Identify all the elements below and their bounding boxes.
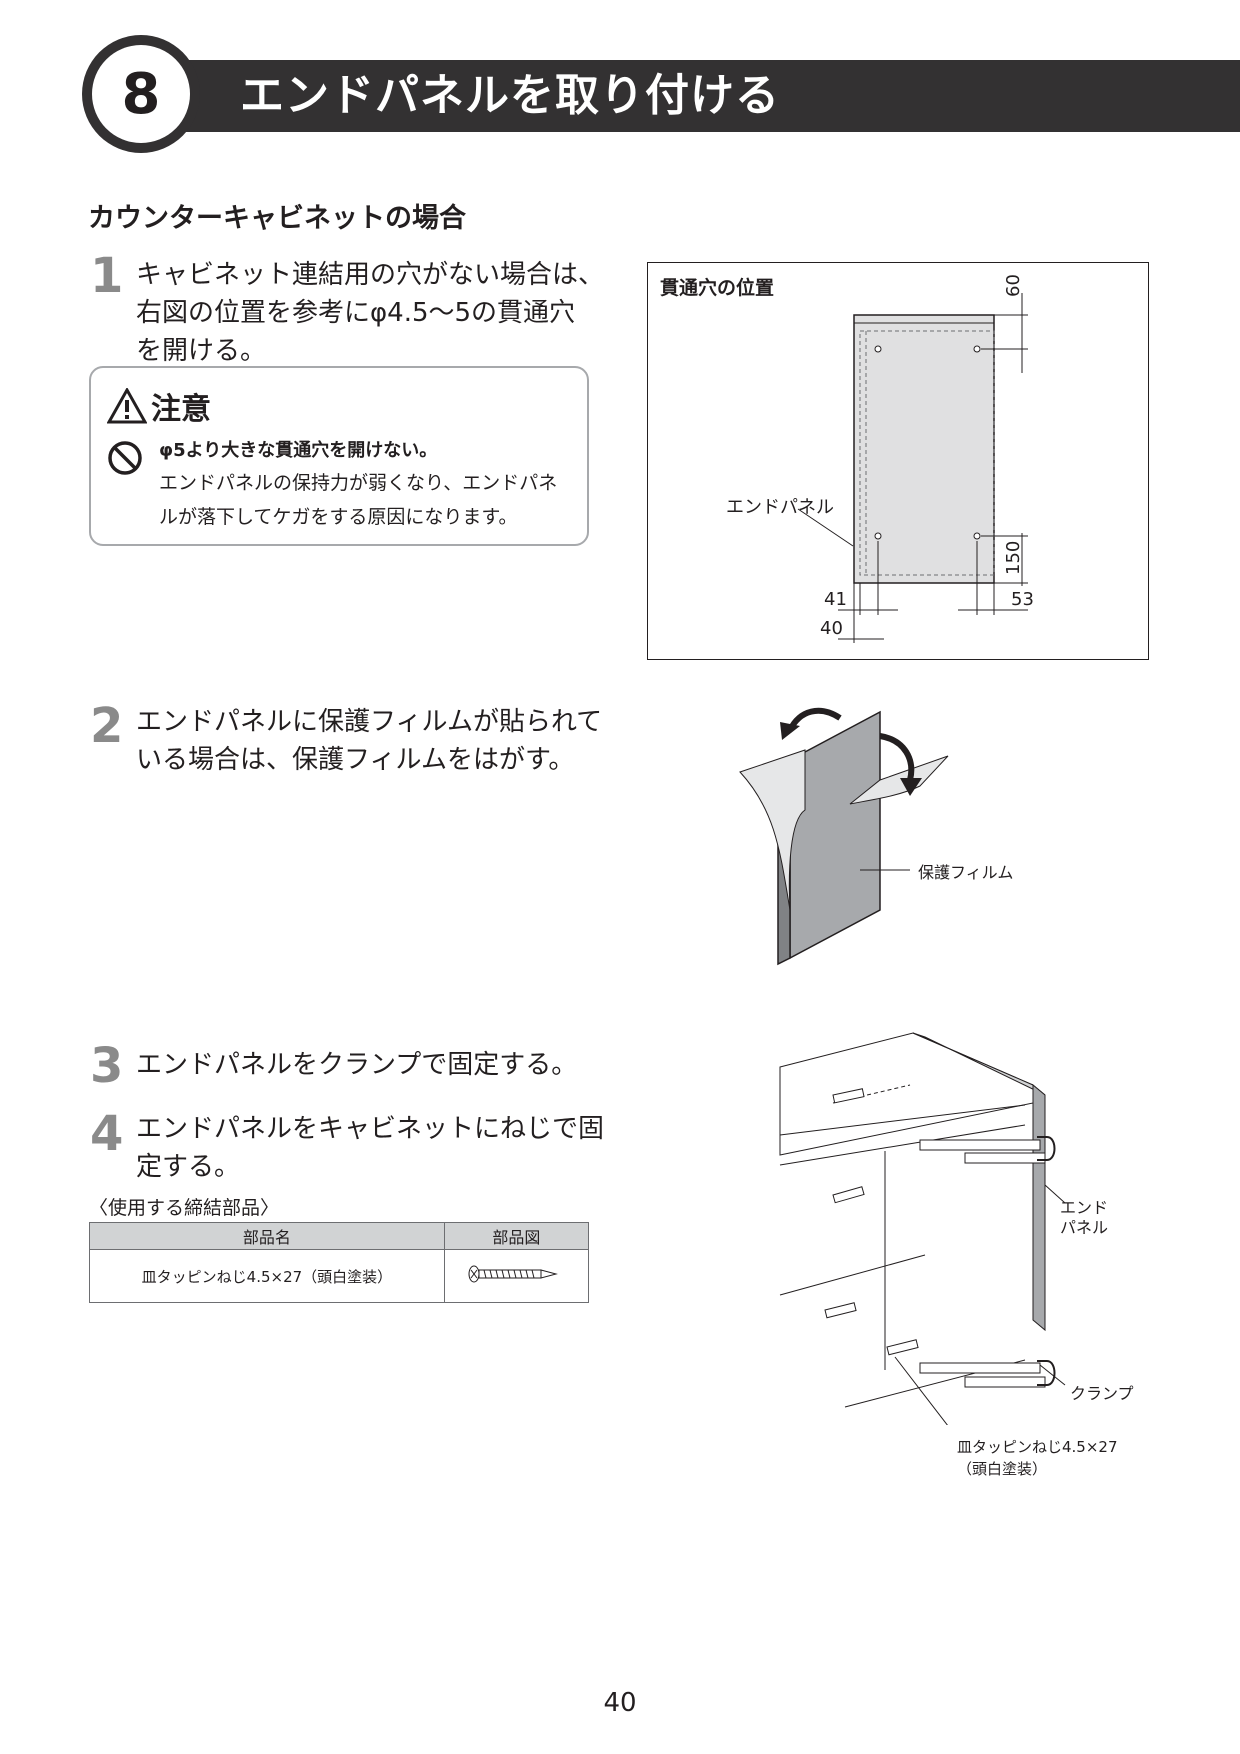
end-panel-label: エンドパネル bbox=[726, 497, 834, 518]
part-name: 皿タッピンねじ4.5×27（頭白塗装） bbox=[89, 1249, 445, 1303]
step-3-number: 3 bbox=[90, 1038, 124, 1094]
step-1-number: 1 bbox=[90, 248, 124, 304]
dim-60: 60 bbox=[1003, 274, 1024, 297]
step-3-text: エンドパネルをクランプで固定する。 bbox=[136, 1050, 578, 1080]
screw-label: 皿タッピンねじ4.5×27 （頭白塗装） bbox=[957, 1438, 1118, 1478]
parts-header-name: 部品名 bbox=[89, 1222, 445, 1250]
dim-150: 150 bbox=[1003, 540, 1024, 575]
step-4-text: エンドパネルをキャビネットにねじで固 定する。 bbox=[136, 1114, 605, 1182]
caution-heading: 注意 bbox=[107, 384, 211, 428]
film-removal-illustration bbox=[739, 707, 949, 966]
step-badge: 8 bbox=[82, 35, 200, 153]
hole-position-figure: 貫通穴の位置 エンドパネル 60 150 41 40 53 bbox=[647, 262, 1149, 660]
step-2-text: エンドパネルに保護フィルムが貼られて いる場合は、保護フィルムをはがす。 bbox=[136, 707, 603, 775]
caution-body: エンドパネルの保持力が弱くなり、エンドパネ ルが落下してケガをする原因になります… bbox=[159, 472, 558, 528]
part-figure bbox=[443, 1249, 590, 1303]
protective-film-label: 保護フィルム bbox=[918, 863, 1014, 882]
clamp-label: クランプ bbox=[1070, 1384, 1134, 1403]
caution-box: 注意 φ5より大きな貫通穴を開けない。 エンドパネルの保持力が弱くなり、エンドパ… bbox=[89, 366, 589, 546]
section-title: カウンターキャビネットの場合 bbox=[88, 203, 466, 234]
page-number: 40 bbox=[603, 1688, 637, 1718]
screw-icon bbox=[468, 1265, 559, 1283]
parts-header-figure: 部品図 bbox=[443, 1222, 590, 1250]
figure-title: 貫通穴の位置 bbox=[660, 277, 775, 299]
step-1-text: キャビネット連結用の穴がない場合は、 右図の位置を参考にφ4.5〜5の貫通穴 を… bbox=[136, 260, 605, 366]
prohibited-icon bbox=[108, 441, 142, 475]
table-row: 皿タッピンねじ4.5×27（頭白塗装） bbox=[89, 1249, 590, 1303]
step-2-number: 2 bbox=[90, 698, 124, 754]
page-title: エンドパネルを取り付ける bbox=[240, 70, 780, 121]
dim-53: 53 bbox=[1011, 589, 1034, 610]
parts-table: 部品名 部品図 皿タッピンねじ4.5×27（頭白塗装） bbox=[89, 1222, 590, 1303]
caution-title: 注意 bbox=[151, 392, 211, 427]
warning-icon bbox=[107, 388, 147, 424]
clamp-screw-illustration bbox=[779, 1032, 1066, 1425]
end-panel-callout: エンド パネル bbox=[1060, 1198, 1109, 1237]
hole-diagram bbox=[797, 293, 1028, 643]
dim-41: 41 bbox=[824, 589, 847, 610]
parts-caption: 〈使用する締結部品〉 bbox=[89, 1197, 280, 1219]
dim-40: 40 bbox=[820, 618, 843, 639]
header-bar bbox=[140, 60, 1240, 132]
step-badge-number: 8 bbox=[92, 45, 190, 143]
step-4-number: 4 bbox=[90, 1106, 124, 1162]
caution-bold-text: φ5より大きな貫通穴を開けない。 bbox=[159, 440, 438, 461]
